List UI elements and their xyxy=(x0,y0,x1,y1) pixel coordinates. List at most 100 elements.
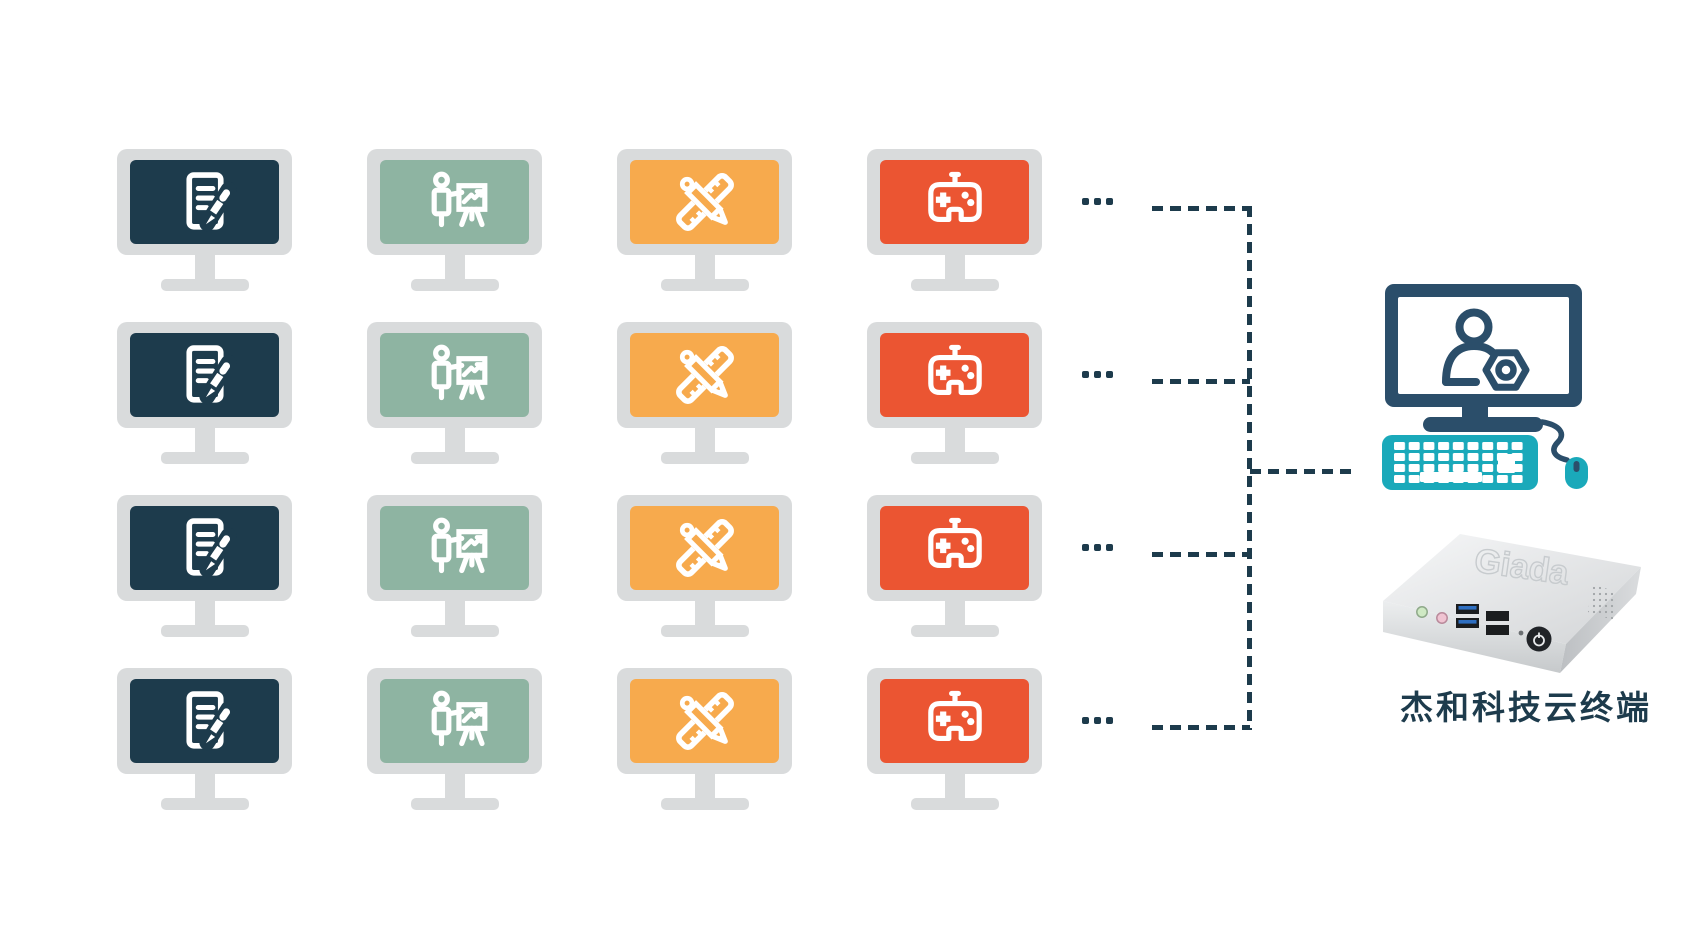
monitor-base xyxy=(160,625,249,637)
client-monitor-gaming xyxy=(867,322,1042,464)
monitor-icon xyxy=(1385,284,1582,432)
usb-port xyxy=(1486,625,1509,635)
mouse-icon xyxy=(1565,457,1588,489)
monitor-stand xyxy=(1462,407,1488,419)
monitor-screen xyxy=(880,333,1029,417)
monitor-base xyxy=(910,798,999,810)
monitor-base xyxy=(410,798,499,810)
client-monitor-presentation xyxy=(367,495,542,637)
monitor-stand xyxy=(444,601,465,625)
ruler-pencil-icon xyxy=(669,685,741,757)
monitor-bezel xyxy=(367,149,542,255)
user-gear-icon xyxy=(1442,308,1530,391)
row-ellipsis xyxy=(1082,544,1113,551)
monitor-bezel xyxy=(117,322,292,428)
monitor-stand xyxy=(444,774,465,798)
mouse-cable xyxy=(1539,419,1570,463)
ruler-pencil-icon xyxy=(669,512,741,584)
power-button xyxy=(1526,626,1552,652)
monitor-bezel xyxy=(867,149,1042,255)
row-ellipsis xyxy=(1082,717,1113,724)
monitor-bezel xyxy=(617,322,792,428)
front-ports xyxy=(1416,604,1552,652)
dashed-connector-trunk xyxy=(1247,206,1252,730)
monitor-stand xyxy=(944,255,965,279)
monitor-base xyxy=(660,625,749,637)
dashed-connector-to-host xyxy=(1250,469,1356,474)
monitor-bezel xyxy=(367,322,542,428)
client-monitor-document xyxy=(117,668,292,810)
gamepad-icon xyxy=(919,512,991,584)
client-monitor-document xyxy=(117,322,292,464)
monitor-screen xyxy=(630,160,779,244)
monitor-bezel xyxy=(617,668,792,774)
monitor-stand xyxy=(194,255,215,279)
document-edit-icon xyxy=(169,166,241,238)
monitor-bezel xyxy=(867,495,1042,601)
monitor-screen xyxy=(880,160,1029,244)
presentation-chart-icon xyxy=(419,685,491,757)
monitor-stand xyxy=(944,601,965,625)
client-monitor-design xyxy=(617,322,792,464)
client-monitor-presentation xyxy=(367,668,542,810)
monitor-bezel xyxy=(867,668,1042,774)
monitor-bezel xyxy=(367,495,542,601)
client-monitor-design xyxy=(617,668,792,810)
client-monitor-presentation xyxy=(367,149,542,291)
dashed-connector-row-3 xyxy=(1152,552,1250,557)
row-ellipsis xyxy=(1082,198,1113,205)
document-edit-icon xyxy=(169,685,241,757)
client-monitor-gaming xyxy=(867,495,1042,637)
monitor-screen xyxy=(130,506,279,590)
monitor-stand xyxy=(944,774,965,798)
monitor-bezel xyxy=(867,322,1042,428)
monitor-screen xyxy=(130,160,279,244)
device-label: 杰和科技云终端 xyxy=(1400,689,1652,726)
monitor-bezel xyxy=(117,668,292,774)
monitor-stand xyxy=(694,255,715,279)
dashed-connector-row-2 xyxy=(1152,379,1250,384)
monitor-screen xyxy=(880,506,1029,590)
client-monitor-document xyxy=(117,495,292,637)
monitor-stand xyxy=(194,428,215,452)
ruler-pencil-icon xyxy=(669,339,741,411)
monitor-screen xyxy=(880,679,1029,763)
row-ellipsis xyxy=(1082,371,1113,378)
client-monitor-gaming xyxy=(867,149,1042,291)
monitor-bezel xyxy=(367,668,542,774)
monitor-base xyxy=(160,798,249,810)
monitor-base xyxy=(160,279,249,291)
gamepad-icon xyxy=(919,339,991,411)
monitor-screen xyxy=(130,333,279,417)
monitor-stand xyxy=(444,255,465,279)
admin-workstation xyxy=(1382,284,1588,490)
ruler-pencil-icon xyxy=(669,166,741,238)
vent-grille xyxy=(1588,584,1617,620)
cloud-terminal-device: Giada xyxy=(1383,534,1641,673)
monitor-stand xyxy=(194,601,215,625)
client-monitor-design xyxy=(617,149,792,291)
monitor-screen xyxy=(380,160,529,244)
monitor-bezel xyxy=(117,149,292,255)
monitor-bezel xyxy=(617,149,792,255)
client-monitor-document xyxy=(117,149,292,291)
monitor-base xyxy=(410,279,499,291)
usb-port xyxy=(1486,611,1509,621)
mini-pc-chassis: Giada xyxy=(1383,534,1641,673)
monitor-stand xyxy=(194,774,215,798)
document-edit-icon xyxy=(169,339,241,411)
keyboard-icon xyxy=(1382,435,1538,490)
client-monitor-presentation xyxy=(367,322,542,464)
monitor-screen xyxy=(380,679,529,763)
monitor-base xyxy=(910,625,999,637)
dashed-connector-row-4 xyxy=(1152,725,1250,730)
monitor-stand xyxy=(444,428,465,452)
monitor-stand xyxy=(694,601,715,625)
monitor-base xyxy=(160,452,249,464)
audio-jack xyxy=(1416,606,1428,618)
monitor-base xyxy=(910,279,999,291)
client-monitor-gaming xyxy=(867,668,1042,810)
monitor-base xyxy=(660,452,749,464)
gamepad-icon xyxy=(919,166,991,238)
